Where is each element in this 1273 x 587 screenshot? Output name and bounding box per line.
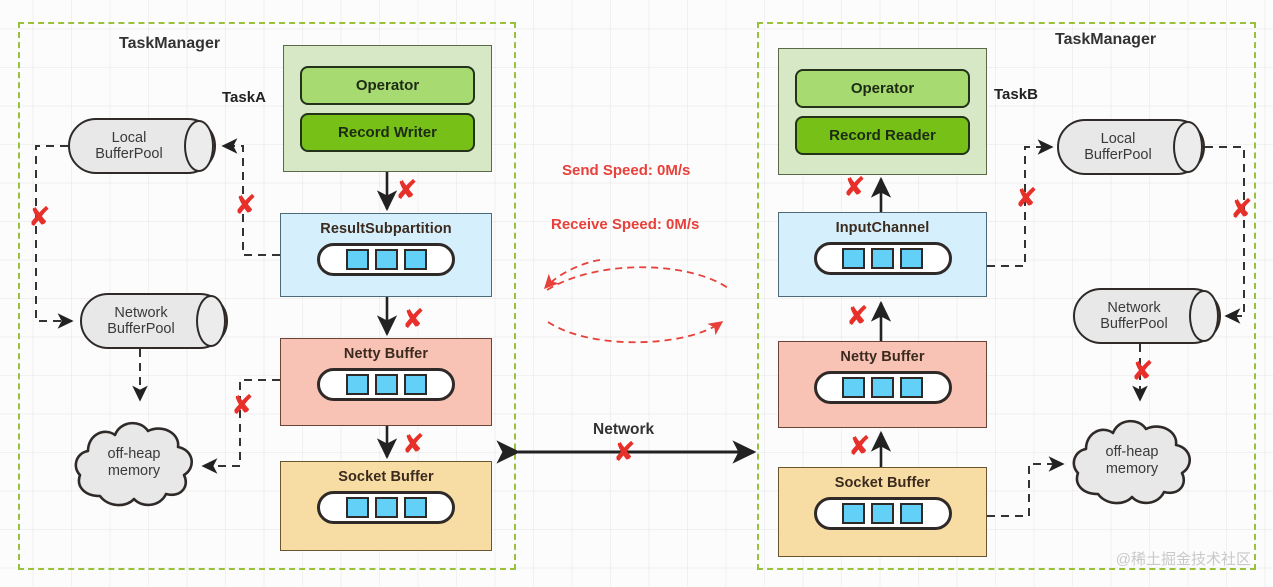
- record-reader-box: Record Reader: [795, 115, 970, 155]
- netty-buffer-label-left: Netty Buffer: [343, 346, 429, 362]
- network-buffer-pool-left: Network BufferPool: [80, 293, 228, 349]
- local-buffer-pool-label-left: Local BufferPool: [76, 118, 182, 174]
- netty-buffer-pill-left: [317, 368, 455, 401]
- blocked-marker-right-inputchannel-pool: ✘: [1015, 183, 1038, 214]
- socket-buffer-label-left: Socket Buffer: [338, 469, 434, 485]
- task-box-b: Operator Record Reader: [778, 48, 987, 175]
- taskmanager-title-left: TaskManager: [119, 35, 221, 52]
- local-buffer-pool-label-right: Local BufferPool: [1065, 119, 1171, 175]
- cylinder-lip: [184, 120, 214, 172]
- watermark: @稀土掘金技术社区: [1115, 551, 1251, 568]
- network-buffer-pool-label-right: Network BufferPool: [1081, 288, 1187, 344]
- pool-line-2: BufferPool: [1100, 316, 1168, 332]
- blocked-marker-left-subpartition-pool: ✘: [234, 190, 257, 221]
- result-subpartition-label: ResultSubpartition: [320, 221, 452, 237]
- operator-box-left: Operator: [300, 65, 475, 105]
- buffer-cell: [871, 503, 894, 524]
- pool-line-1: Network: [114, 304, 168, 321]
- memory-line-2: memory: [107, 463, 161, 479]
- input-channel-box: InputChannel: [778, 212, 987, 297]
- buffer-cell: [345, 374, 369, 395]
- pool-line-1: Network: [1107, 299, 1161, 316]
- blocked-marker-left-writer-to-subpartition: ✘: [395, 175, 418, 206]
- socket-buffer-pill-left: [317, 491, 455, 524]
- task-label-a: TaskA: [222, 89, 266, 106]
- blocked-marker-left-subpartition-to-netty: ✘: [402, 304, 425, 335]
- buffer-cell: [403, 497, 427, 518]
- netty-buffer-label-right: Netty Buffer: [840, 349, 925, 365]
- off-heap-memory-label-right: off-heap memory: [1068, 412, 1196, 510]
- memory-line-1: off-heap: [1105, 444, 1159, 461]
- pool-line-1: Local: [1100, 130, 1136, 147]
- blocked-marker-left-netty-to-socket: ✘: [402, 429, 425, 460]
- record-writer-box: Record Writer: [300, 112, 475, 152]
- blocked-marker-network-link: ✘: [613, 437, 636, 468]
- blocked-marker-right-networkpool-to-memory: ✘: [1131, 356, 1154, 387]
- buffer-cell: [900, 503, 923, 524]
- buffer-cell: [374, 374, 398, 395]
- result-subpartition-buffer-pill: [317, 243, 455, 276]
- taskmanager-title-right: TaskManager: [1055, 31, 1157, 48]
- blocked-marker-right-pool-chain: ✘: [1230, 194, 1253, 225]
- result-subpartition-box: ResultSubpartition: [280, 213, 492, 297]
- network-buffer-pool-label-left: Network BufferPool: [88, 293, 194, 349]
- pool-line-2: BufferPool: [107, 321, 175, 337]
- netty-buffer-box-right: Netty Buffer: [778, 341, 987, 428]
- buffer-cell: [374, 497, 398, 518]
- cloud-shape: [74, 421, 193, 507]
- socket-buffer-box-right: Socket Buffer: [778, 467, 987, 557]
- netty-buffer-pill-right: [813, 371, 952, 404]
- cylinder-lip: [1189, 290, 1219, 342]
- cylinder-lip: [196, 295, 226, 347]
- memory-line-1: off-heap: [107, 446, 161, 463]
- socket-buffer-label-right: Socket Buffer: [834, 475, 931, 491]
- task-box-a: Operator Record Writer: [283, 45, 492, 172]
- operator-box-right: Operator: [795, 68, 970, 108]
- blocked-marker-left-pool-chain: ✘: [28, 202, 51, 233]
- socket-buffer-pill-right: [813, 497, 952, 530]
- blocked-marker-right-socket-to-netty: ✘: [848, 431, 871, 462]
- buffer-cell: [374, 249, 398, 270]
- taskmanager-container-left: [18, 22, 516, 570]
- buffer-cell: [345, 497, 369, 518]
- off-heap-memory-right: off-heap memory: [1068, 412, 1196, 510]
- network-label: Network: [593, 421, 655, 438]
- blocked-marker-right-netty-to-inputchannel: ✘: [846, 301, 869, 332]
- network-buffer-pool-right: Network BufferPool: [1073, 288, 1221, 344]
- blocked-marker-left-netty-to-memory: ✘: [231, 390, 254, 421]
- local-buffer-pool-right: Local BufferPool: [1057, 119, 1205, 175]
- buffer-cell: [345, 249, 369, 270]
- buffer-cell: [842, 248, 865, 269]
- task-label-b: TaskB: [994, 86, 1038, 103]
- pool-line-2: BufferPool: [95, 146, 163, 162]
- memory-line-2: memory: [1105, 461, 1159, 477]
- blocked-marker-right-inputchannel-to-reader: ✘: [843, 172, 866, 203]
- buffer-cell: [403, 374, 427, 395]
- buffer-cell: [871, 377, 894, 398]
- buffer-cell: [842, 503, 865, 524]
- send-speed-label: Send Speed: 0M/s: [562, 162, 691, 179]
- pool-line-1: Local: [111, 129, 147, 146]
- cylinder-lip: [1173, 121, 1203, 173]
- local-buffer-pool-left: Local BufferPool: [68, 118, 216, 174]
- taskmanager-container-right: [757, 22, 1256, 570]
- buffer-cell: [900, 377, 923, 398]
- off-heap-memory-left: off-heap memory: [70, 414, 198, 512]
- buffer-cell: [842, 377, 865, 398]
- receive-speed-label: Receive Speed: 0M/s: [551, 216, 700, 233]
- pool-line-2: BufferPool: [1084, 147, 1152, 163]
- buffer-cell: [403, 249, 427, 270]
- netty-buffer-box-left: Netty Buffer: [280, 338, 492, 426]
- buffer-cell: [871, 248, 894, 269]
- buffer-cell: [900, 248, 923, 269]
- cloud-shape: [1072, 419, 1191, 505]
- input-channel-label: InputChannel: [835, 220, 930, 236]
- socket-buffer-box-left: Socket Buffer: [280, 461, 492, 551]
- input-channel-pill: [813, 242, 952, 275]
- off-heap-memory-label-left: off-heap memory: [70, 414, 198, 512]
